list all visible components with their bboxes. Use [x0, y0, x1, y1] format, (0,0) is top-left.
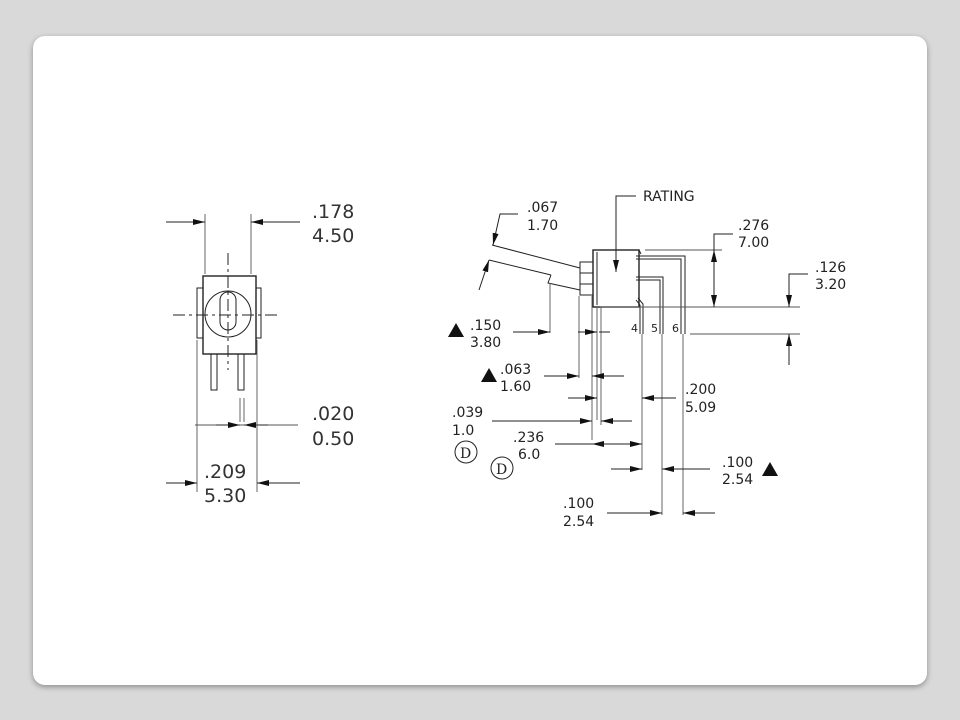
slide-card	[33, 36, 927, 685]
dim-067-mm: 1.70	[527, 218, 558, 234]
dim-209-inch: .209	[204, 461, 246, 483]
dim-200-inch: .200	[685, 382, 716, 398]
datum-d-label: D	[460, 446, 471, 462]
dim-020-inch: .020	[312, 403, 354, 425]
dim-100-b-mm: 2.54	[563, 514, 594, 530]
dim-067-inch: .067	[527, 200, 558, 216]
datum-circle-icon	[454, 440, 478, 464]
dim-126-inch: .126	[815, 260, 846, 276]
dim-020-mm: 0.50	[312, 428, 354, 450]
triangle-note-icon	[481, 368, 497, 382]
dim-126-mm: 3.20	[815, 277, 846, 293]
dim-150-mm: 3.80	[470, 335, 501, 351]
triangle-note-icon	[762, 462, 778, 476]
dim-039-mm: 1.0	[452, 423, 474, 439]
dim-236-mm: 6.0	[518, 447, 540, 463]
pin-label-6: 6	[672, 322, 679, 335]
datum-d-label: D	[496, 462, 507, 478]
dim-063-mm: 1.60	[500, 379, 531, 395]
dim-236-inch: .236	[513, 430, 544, 446]
rating-label: RATING	[643, 189, 695, 205]
dim-039-inch: .039	[452, 405, 483, 421]
dim-200-mm: 5.09	[685, 400, 716, 416]
dim-100-b-inch: .100	[563, 496, 594, 512]
side-view: 4 5 6 RATING .067 1.70 .276 7.00 .126 3.…	[448, 189, 846, 530]
dim-100-a-mm: 2.54	[722, 472, 753, 488]
datum-circle-icon	[490, 456, 514, 480]
dim-178-mm: 4.50	[312, 225, 354, 247]
dim-100-a-inch: .100	[722, 455, 753, 471]
pin-label-4: 4	[631, 322, 638, 335]
dim-276-mm: 7.00	[738, 235, 769, 251]
dim-063-inch: .063	[500, 362, 531, 378]
front-view: .178 4.50 .020 0.50 .209 5.30	[166, 201, 354, 507]
dim-209-mm: 5.30	[204, 485, 246, 507]
dim-150-inch: .150	[470, 318, 501, 334]
dim-276-inch: .276	[738, 218, 769, 234]
pin-label-5: 5	[651, 322, 658, 335]
dim-178-inch: .178	[312, 201, 354, 223]
triangle-note-icon	[448, 323, 464, 337]
